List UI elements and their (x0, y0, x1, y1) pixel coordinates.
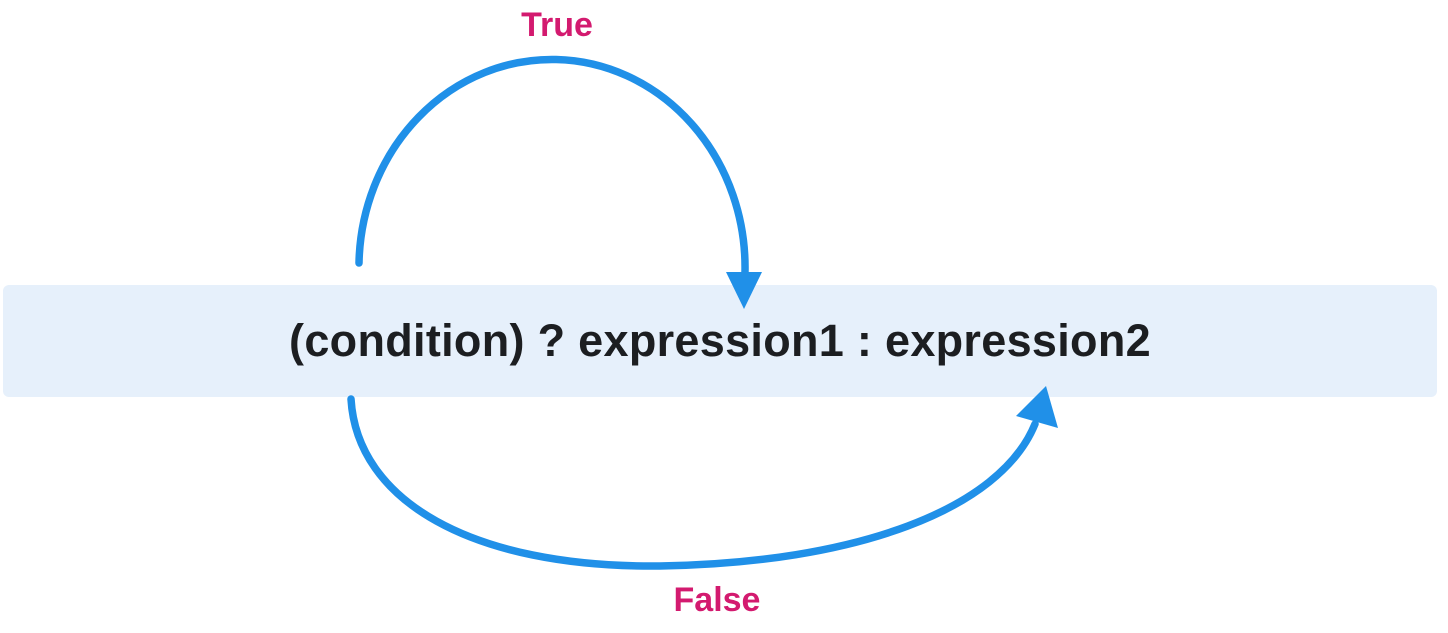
expression-band: (condition) ? expression1 : expression2 (3, 285, 1437, 397)
false-label: False (673, 581, 761, 619)
false-arc (347, 395, 1039, 570)
true-arrowhead-icon (726, 272, 762, 309)
expression-text: (condition) ? expression1 : expression2 (289, 315, 1151, 366)
true-label: True (521, 6, 593, 44)
false-arrowhead-icon (1016, 386, 1058, 428)
true-arc (355, 55, 749, 276)
